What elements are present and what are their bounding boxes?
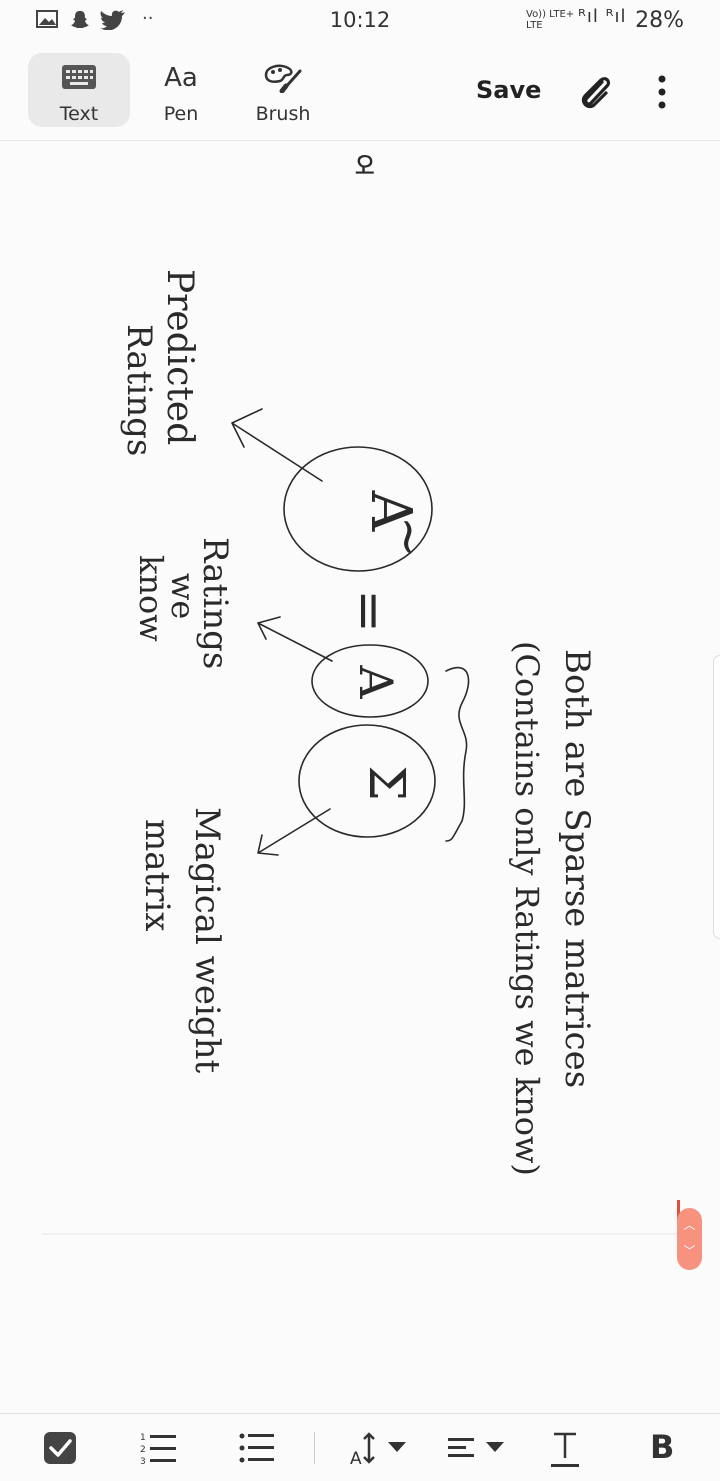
text-mode-label: Text [59, 103, 99, 125]
text-mode-button[interactable]: Text [28, 53, 130, 127]
sparse-label-1: Both are Sparse matrices [557, 649, 597, 1088]
top-mark: ठ [356, 147, 374, 182]
sparse-label-2: (Contains only Ratings we know) [508, 641, 546, 1176]
a-tilde-ellipse [283, 446, 433, 572]
note-canvas[interactable]: ठ Predicted Ratings A ~ = Ratings we kno… [0, 141, 720, 1411]
snapchat-icon [71, 11, 89, 28]
notification-dots: ·· [142, 8, 154, 29]
scroll-down-icon[interactable]: ﹀ [683, 1244, 696, 1258]
signal-icon: ᴿıl ᴿıl [578, 6, 627, 27]
network-indicator: Vo)) LTE+LTE [526, 9, 575, 31]
magical-label-2: matrix [137, 819, 177, 931]
brush-mode-button[interactable]: Brush [232, 53, 334, 127]
predicted-label-2: Ratings [119, 324, 159, 456]
known-label-3: know [132, 555, 170, 642]
predicted-arrow [231, 408, 323, 482]
magical-label-1: Magical weight [187, 807, 227, 1073]
bullet-list-icon[interactable] [236, 1426, 278, 1470]
a-tilde-mark: ~ [380, 516, 438, 558]
pen-mode-label: Pen [163, 103, 199, 125]
pen-mode-button[interactable]: Aa Pen [130, 53, 232, 127]
numbered-list-icon[interactable]: 1 2 3 [138, 1426, 180, 1470]
known-arrow [257, 616, 333, 662]
checkbox-icon[interactable] [40, 1426, 80, 1470]
clock: 10:12 [329, 8, 391, 32]
equals-sign: = [339, 589, 399, 633]
battery-level: 28% [635, 8, 684, 33]
a-letter: A [349, 664, 403, 699]
align-icon[interactable] [446, 1426, 510, 1470]
known-label-2: we [164, 573, 202, 619]
keyboard-icon [62, 65, 96, 89]
toolbar-divider [314, 1432, 315, 1464]
known-label-1: Ratings [195, 537, 235, 669]
handwriting-drawing: ठ Predicted Ratings A ~ = Ratings we kno… [42, 147, 678, 1235]
gallery-icon [36, 10, 58, 28]
curly-brace [445, 666, 470, 842]
paperclip-icon[interactable] [578, 74, 614, 112]
magical-arrow [257, 808, 331, 856]
status-bar: ·· 10:12 Vo)) LTE+LTE ᴿıl ᴿıl 28% [0, 0, 720, 44]
scroll-handle[interactable]: ︿ ﹀ [677, 1208, 702, 1270]
predicted-label: Predicted [159, 269, 200, 445]
font-size-icon[interactable]: A [348, 1426, 412, 1470]
svg-text:2: 2 [140, 1445, 146, 1455]
svg-text:1: 1 [140, 1433, 146, 1443]
twitter-icon [100, 10, 125, 30]
a-ellipse [311, 644, 429, 718]
side-panel-handle[interactable] [713, 655, 720, 939]
note-toolbar: Text Aa Pen Brush Save [0, 44, 720, 141]
scroll-up-icon[interactable]: ︿ [683, 1218, 696, 1232]
sigma-ellipse [298, 724, 436, 838]
save-button[interactable]: Save [476, 76, 542, 104]
bold-icon[interactable]: B [650, 1428, 675, 1466]
svg-text:3: 3 [140, 1457, 146, 1467]
brush-mode-label: Brush [255, 103, 311, 125]
a-tilde-letter: A [358, 490, 423, 532]
svg-text:A: A [350, 1449, 362, 1469]
handwriting-icon: Aa [164, 63, 198, 93]
sigma-letter: Σ [358, 765, 416, 800]
text-color-icon[interactable] [548, 1426, 582, 1470]
brush-palette-icon [264, 64, 302, 93]
more-options-icon[interactable] [652, 74, 672, 110]
format-bar: 1 2 3 A B [0, 1413, 720, 1481]
